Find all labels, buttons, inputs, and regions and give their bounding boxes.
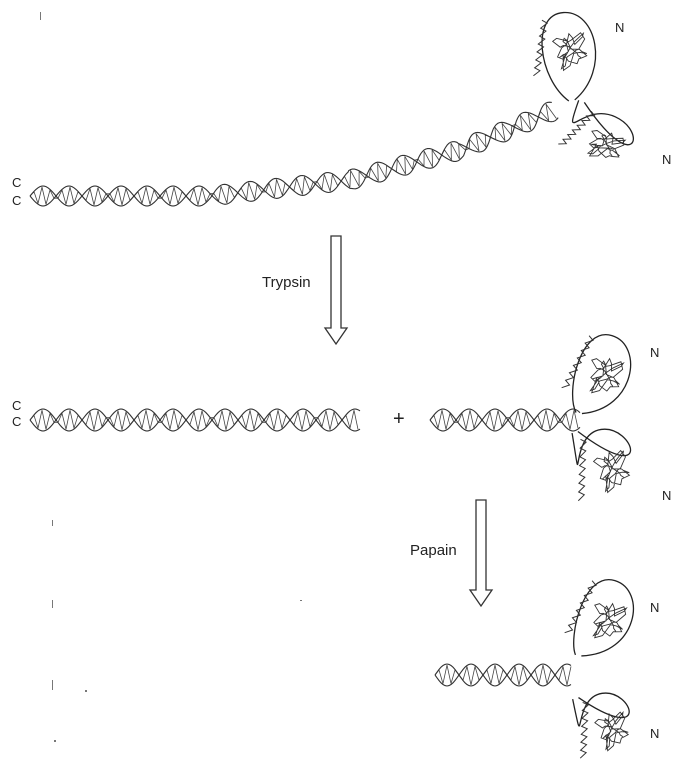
- c-terminus-label: C: [12, 414, 21, 429]
- down-arrow: [325, 236, 347, 344]
- hmm-heads: [558, 328, 640, 500]
- papain-fragments: N N: [435, 573, 659, 758]
- hmm-helix: [430, 409, 580, 431]
- n-terminus-label: N: [650, 726, 659, 741]
- trypsin-step: Trypsin: [262, 236, 347, 344]
- lmm-helix: [30, 409, 360, 431]
- papain-step: Papain: [410, 500, 492, 606]
- enzyme-label-trypsin: Trypsin: [262, 274, 311, 291]
- scan-specks: [40, 12, 302, 742]
- n-terminus-label: N: [662, 152, 671, 167]
- light-meromyosin: C C: [12, 398, 360, 431]
- n-terminus-label: N: [662, 488, 671, 503]
- intact-tail: [30, 102, 558, 206]
- s2-helix: [435, 664, 571, 686]
- c-terminus-label: C: [12, 398, 21, 413]
- n-terminus-label: N: [615, 20, 624, 35]
- enzyme-label-papain: Papain: [410, 542, 457, 559]
- heavy-meromyosin: N N: [430, 328, 671, 503]
- c-terminus-label: C: [12, 193, 21, 208]
- n-terminus-label: N: [650, 600, 659, 615]
- plus-sign: +: [393, 408, 405, 430]
- intact-myosin: C C N N: [12, 8, 671, 208]
- c-terminus-label: C: [12, 175, 21, 190]
- n-terminus-label: N: [650, 345, 659, 360]
- s1-heads: [561, 573, 638, 758]
- down-arrow: [470, 500, 492, 606]
